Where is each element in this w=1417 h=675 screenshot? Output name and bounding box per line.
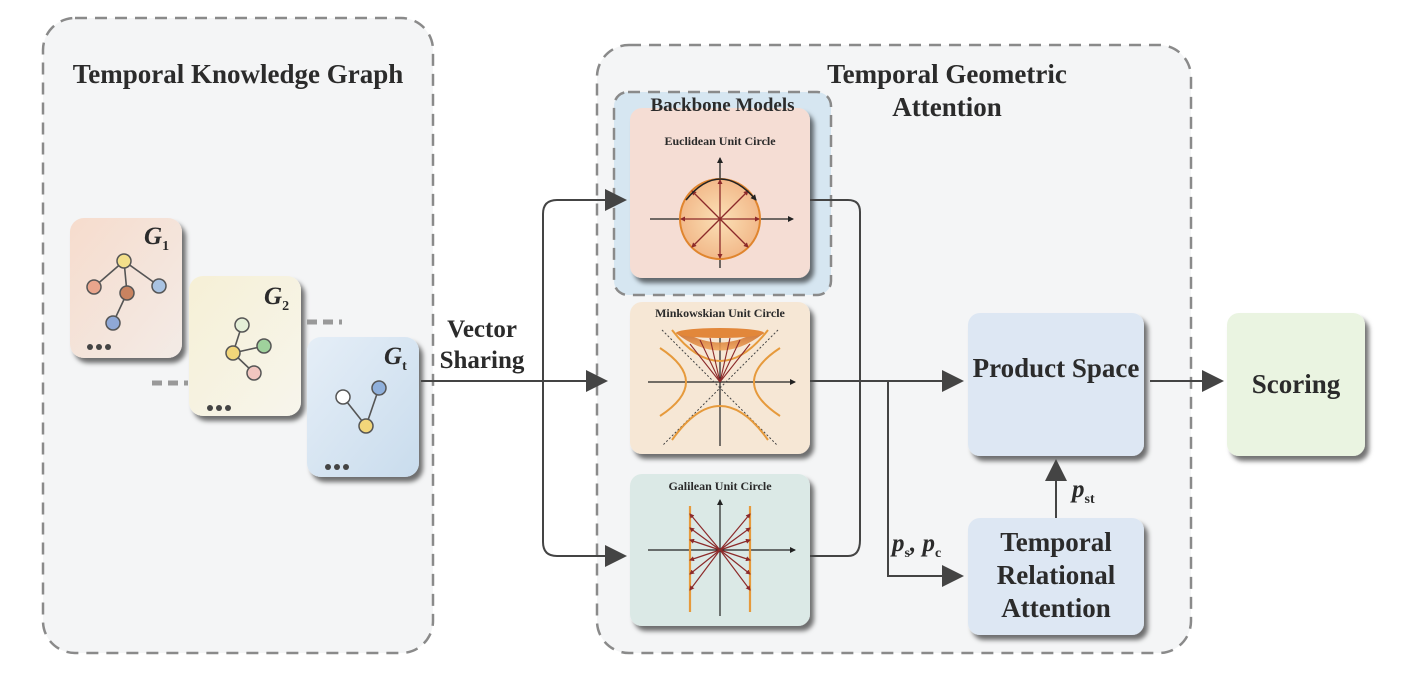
tra-box	[968, 518, 1144, 635]
scoring-label: Scoring	[1251, 369, 1341, 399]
pst-label: pst	[1072, 476, 1095, 507]
minkowskian-title: Minkowskian Unit Circle	[655, 306, 785, 320]
connectors	[421, 189, 1224, 587]
euclidean-title: Euclidean Unit Circle	[664, 134, 776, 148]
product-space-label: Product Space	[972, 353, 1140, 383]
galilean-card	[630, 474, 810, 626]
graph-card-g2	[189, 276, 301, 416]
euclidean-card	[630, 108, 810, 278]
graph-card-gt	[307, 337, 419, 477]
tra-label: Temporal Relational Attention	[996, 527, 1116, 623]
g1-label: G1	[144, 223, 170, 254]
right-panel-title: Temporal Geometric Attention	[827, 59, 1067, 122]
backbone-label: Backbone Models	[650, 95, 795, 116]
minkowskian-card	[630, 302, 810, 454]
product-space-box	[968, 313, 1144, 456]
scoring-box	[1227, 313, 1365, 456]
left-panel-title: Temporal Knowledge Graph	[72, 59, 404, 89]
graph-card-g1	[70, 218, 182, 358]
gt-label: Gt	[384, 343, 407, 374]
vector-sharing-label: Vector Sharing	[439, 316, 525, 374]
ps-pc-label: ps, pc	[892, 530, 942, 561]
galilean-title: Galilean Unit Circle	[668, 479, 772, 493]
g2-label: G2	[264, 283, 290, 314]
